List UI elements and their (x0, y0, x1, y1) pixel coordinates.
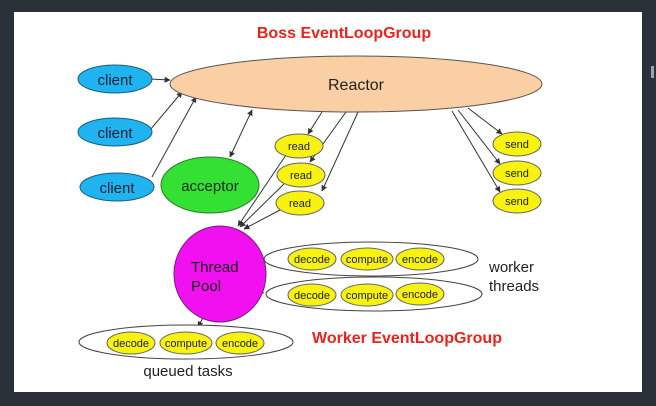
boss-group-title: Boss EventLoopGroup (257, 25, 431, 42)
queued-tasks-label: queued tasks (143, 363, 232, 380)
encode-pill (395, 247, 445, 271)
arrow-read2-pool (239, 183, 285, 228)
encode-pill (395, 282, 445, 306)
read-label: read (289, 198, 311, 210)
thread-pool-label-line2: Pool (191, 278, 221, 295)
clients: client client client (77, 64, 155, 202)
arrow-reactor-read1 (307, 111, 323, 135)
read-pills: read read read (274, 133, 326, 216)
client-label: client (99, 180, 135, 197)
decode-pill (287, 283, 337, 307)
read-label: read (288, 141, 310, 153)
decode-label: decode (294, 254, 330, 266)
worker-threads-label-line1: worker (488, 259, 534, 276)
thread-pool-node (173, 225, 267, 323)
queued-tasks-row: decode compute encode (78, 324, 294, 360)
arrow-reactor-send1 (467, 107, 503, 135)
side-marker (651, 66, 654, 78)
send-label: send (505, 196, 529, 208)
compute-pill (159, 331, 213, 355)
acceptor-label: acceptor (181, 178, 239, 195)
client-label: client (97, 125, 133, 142)
connector-arrows (149, 76, 503, 328)
send-label: send (505, 168, 529, 180)
worker-thread-row-2: decode compute encode (265, 276, 483, 312)
read-label: read (290, 170, 312, 182)
reactor-label: Reactor (328, 77, 385, 94)
arrow-read3-pool (243, 208, 283, 230)
encode-label: encode (402, 289, 438, 301)
acceptor-node (160, 156, 260, 214)
client-node (77, 64, 153, 94)
client-label: client (97, 72, 133, 89)
send-pill (492, 160, 542, 186)
decode-pill (106, 331, 156, 355)
arrow-read1-pool (237, 154, 287, 227)
decode-label: decode (113, 338, 149, 350)
send-pill (492, 188, 542, 214)
send-pill (492, 131, 542, 157)
reactor-node (169, 55, 543, 113)
decode-label: decode (294, 290, 330, 302)
arrow-client3-reactor (151, 96, 197, 178)
arrow-reactor-send2 (457, 109, 501, 165)
encode-label: encode (402, 254, 438, 266)
read-pill (274, 133, 324, 159)
arrow-client1-reactor (149, 76, 171, 83)
send-label: send (505, 139, 529, 151)
compute-pill (340, 247, 394, 271)
client-node (79, 172, 155, 202)
compute-label: compute (346, 254, 388, 266)
compute-pill (340, 283, 394, 307)
arrow-reactor-send3 (451, 110, 501, 193)
read-pill (275, 190, 325, 216)
compute-label: compute (346, 290, 388, 302)
arrow-client2-reactor (149, 91, 183, 131)
client-node (77, 117, 153, 147)
compute-label: compute (165, 338, 207, 350)
arrow-reactor-read3 (321, 111, 359, 192)
read-pill (276, 162, 326, 188)
send-pills: send send send (492, 131, 542, 214)
arrow-acceptor-reactor (229, 109, 253, 158)
encode-pill (215, 331, 265, 355)
worker-thread-row-1: decode compute encode (263, 241, 479, 277)
encode-label: encode (222, 338, 258, 350)
thread-pool-label-line1: Thread (191, 259, 239, 276)
decode-pill (287, 247, 337, 271)
worker-threads-label-line2: threads (489, 278, 539, 295)
worker-group-title: Worker EventLoopGroup (312, 330, 502, 347)
